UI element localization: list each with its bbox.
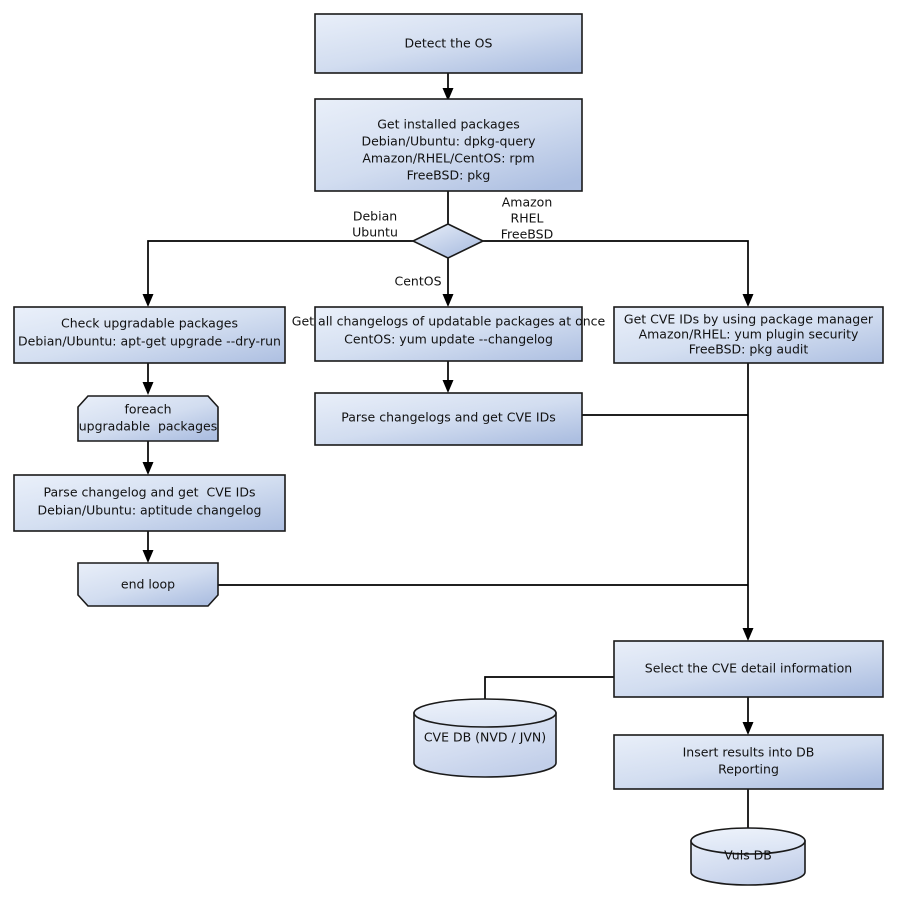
node-detect-os-label: Detect the OS (405, 36, 493, 51)
node-select-cve-detail-label: Select the CVE detail information (645, 661, 852, 676)
edge-label-amazon-rhel-freebsd: Amazon RHEL FreeBSD (501, 195, 553, 242)
edge-changelogs-to-parse-all (442, 361, 454, 393)
edge-label-rhel: RHEL (511, 211, 544, 226)
edge-label-amazon: Amazon (502, 195, 553, 210)
node-os-decision[interactable] (411, 223, 485, 259)
node-get-installed-packages-line-2: Debian/Ubuntu: dpkg-query (361, 134, 536, 149)
node-get-cve-ids-line-3: FreeBSD: pkg audit (689, 342, 809, 357)
node-parse-changelogs-all-label: Parse changelogs and get CVE IDs (341, 410, 555, 425)
node-get-installed-packages[interactable]: Get installed packages Debian/Ubuntu: dp… (314, 98, 583, 192)
edge-parse-changelog-to-end-loop (142, 531, 154, 563)
node-check-upgradable-line-1: Check upgradable packages (61, 316, 238, 331)
edge-label-centos-text: CentOS (394, 274, 441, 289)
edge-decision-to-get-cve-ids (483, 240, 754, 307)
node-get-installed-packages-line-3: Amazon/RHEL/CentOS: rpm (362, 151, 534, 166)
node-get-cve-ids-line-2: Amazon/RHEL: yum plugin security (639, 327, 859, 342)
edge-foreach-to-parse-changelog (142, 441, 154, 475)
node-detect-os[interactable]: Detect the OS (314, 13, 583, 74)
edge-decision-to-check-upgradable (142, 240, 413, 307)
node-get-all-changelogs-line-2: CentOS: yum update --changelog (344, 332, 553, 347)
node-get-installed-packages-line-1: Get installed packages (377, 117, 520, 132)
node-parse-changelog-single[interactable]: Parse changelog and get CVE IDs Debian/U… (13, 474, 286, 532)
node-end-loop-label: end loop (121, 577, 175, 592)
edge-label-debian-ubuntu: Debian Ubuntu (352, 209, 398, 240)
node-get-all-changelogs-line-1: Get all changelogs of updatable packages… (292, 314, 606, 329)
edge-layer (142, 73, 754, 832)
node-get-cve-ids-pkg-manager[interactable]: Get CVE IDs by using package manager Ama… (613, 306, 884, 364)
edge-decision-to-get-all-changelogs (442, 258, 454, 307)
node-vuls-db[interactable]: Vuls DB (690, 827, 806, 886)
node-insert-results[interactable]: Insert results into DB Reporting (613, 734, 884, 790)
node-foreach-line-2: upgradable packages (79, 419, 218, 434)
edge-label-debian: Debian (353, 209, 397, 224)
node-cve-db[interactable]: CVE DB (NVD / JVN) (413, 698, 557, 778)
node-get-cve-ids-line-1: Get CVE IDs by using package manager (624, 312, 874, 327)
edge-select-cve-to-insert (742, 697, 754, 735)
node-cve-db-label: CVE DB (NVD / JVN) (424, 730, 546, 745)
node-select-cve-detail[interactable]: Select the CVE detail information (613, 640, 884, 698)
node-insert-results-line-2: Reporting (718, 762, 779, 777)
node-foreach-loop-start[interactable]: foreach upgradable packages (77, 395, 219, 442)
node-insert-results-line-1: Insert results into DB (683, 745, 815, 760)
node-check-upgradable-line-2: Debian/Ubuntu: apt-get upgrade --dry-run (18, 334, 281, 349)
node-check-upgradable[interactable]: Check upgradable packages Debian/Ubuntu:… (13, 306, 286, 364)
edge-check-to-foreach (142, 363, 154, 395)
edge-trunk-to-select-cve (742, 363, 754, 641)
node-parse-changelog-line-2: Debian/Ubuntu: aptitude changelog (38, 503, 262, 518)
edge-detect-to-getpackages (442, 73, 454, 101)
node-foreach-line-1: foreach (124, 402, 171, 417)
node-end-loop[interactable]: end loop (77, 562, 219, 607)
node-vuls-db-label: Vuls DB (724, 848, 772, 863)
node-parse-changelog-line-1: Parse changelog and get CVE IDs (44, 485, 256, 500)
edge-label-freebsd: FreeBSD (501, 227, 553, 242)
node-get-installed-packages-line-4: FreeBSD: pkg (407, 168, 491, 183)
edge-label-ubuntu: Ubuntu (352, 225, 398, 240)
node-get-all-changelogs[interactable]: Get all changelogs of updatable packages… (292, 306, 606, 362)
edge-label-centos: CentOS (394, 274, 441, 289)
node-parse-changelogs-all[interactable]: Parse changelogs and get CVE IDs (314, 392, 583, 446)
